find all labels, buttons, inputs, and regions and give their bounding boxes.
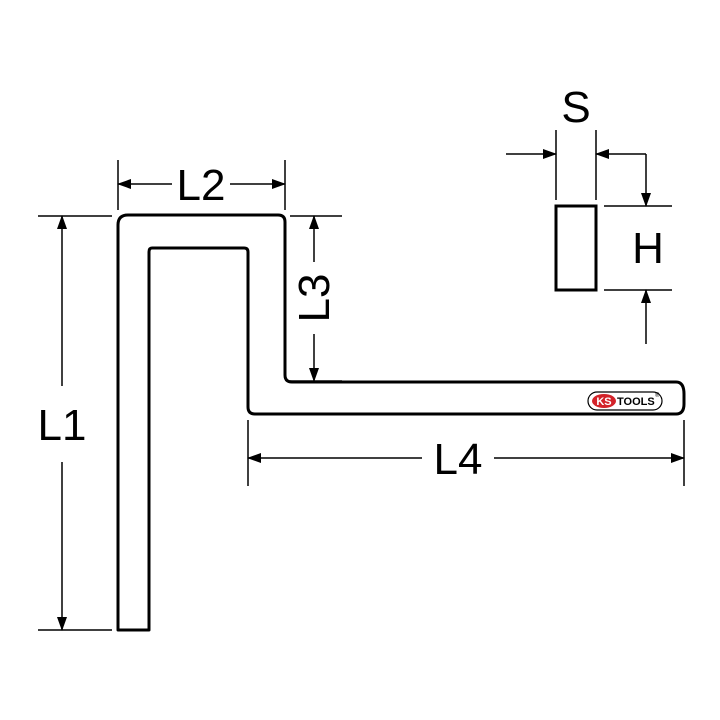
dimension-l3: L3	[290, 215, 339, 382]
label-l3: L3	[290, 274, 339, 323]
dimension-l1: L1	[38, 215, 87, 631]
tool-outline	[116, 213, 686, 632]
dimension-h: H	[632, 154, 664, 344]
logo-tools-text: TOOLS	[617, 396, 655, 408]
logo-registered-mark: ®	[655, 392, 660, 399]
label-l1: L1	[38, 401, 87, 450]
label-l4: L4	[434, 435, 483, 484]
ks-tools-logo: KS TOOLS ®	[587, 391, 663, 411]
label-h: H	[632, 224, 664, 273]
dimension-l4: L4	[247, 435, 685, 484]
logo-ks-text: KS	[596, 396, 611, 408]
label-l2: L2	[177, 161, 226, 210]
cross-section	[554, 204, 598, 292]
dimension-l2: L2	[117, 161, 286, 210]
logo-ks-oval	[592, 394, 616, 408]
label-s: S	[561, 83, 590, 132]
dimension-s: S	[506, 83, 646, 159]
